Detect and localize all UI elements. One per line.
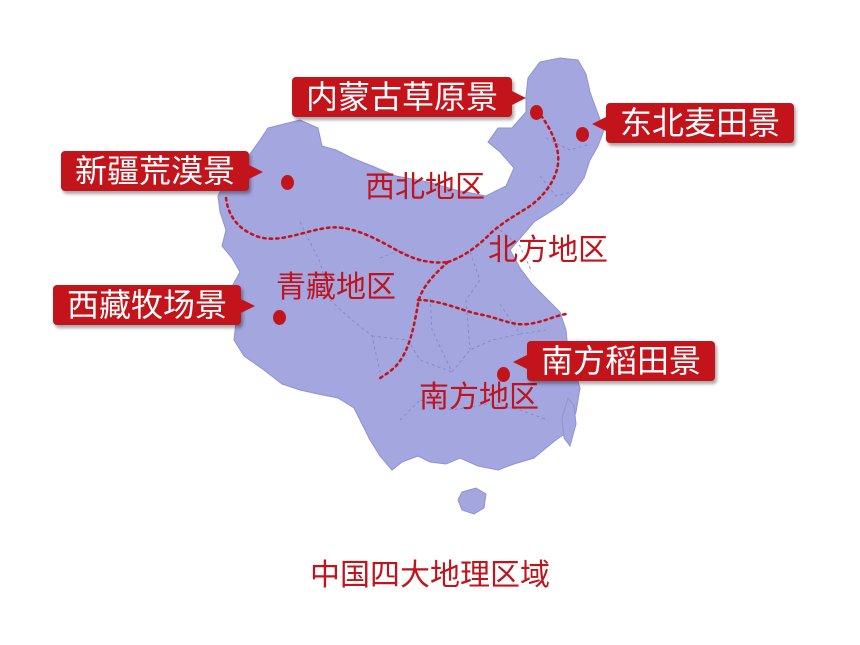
north-south-boundary <box>416 298 568 326</box>
region-label-north: 北方地区 <box>488 233 608 268</box>
callout-pointer <box>513 355 527 369</box>
region-label-south: 南方地区 <box>419 380 539 415</box>
callout-pointer <box>249 165 264 179</box>
xinjiang-marker <box>281 175 294 190</box>
province-boundaries <box>299 137 591 421</box>
qingzang-east-boundary <box>376 260 450 382</box>
callout-inner-mongolia: 内蒙古草原景 <box>292 77 527 117</box>
callout-south-text: 南方稻田景 <box>541 342 702 380</box>
northwest-qingzang-boundary <box>224 196 450 264</box>
south-marker <box>497 367 510 382</box>
callout-south: 南方稻田景 <box>513 341 716 381</box>
callout-xinjiang: 新疆荒漠景 <box>61 151 264 191</box>
callout-tibet: 西藏牧场景 <box>53 285 256 325</box>
region-boundaries <box>224 112 568 382</box>
callout-pointer <box>512 91 527 105</box>
callout-northeast-text: 东北麦田景 <box>620 104 781 142</box>
callout-inner-mongolia-text: 内蒙古草原景 <box>306 78 499 116</box>
map-caption: 中国四大地理区域 <box>310 558 550 593</box>
region-label-northwest: 西北地区 <box>365 170 485 205</box>
callout-pointer <box>241 299 256 313</box>
callout-pointer <box>592 117 606 131</box>
callout-tibet-text: 西藏牧场景 <box>67 286 228 324</box>
callout-northeast: 东北麦田景 <box>592 103 795 143</box>
northeast-marker <box>576 127 589 142</box>
northwest-north-boundary <box>446 112 560 264</box>
hainan-island-shape <box>457 487 487 515</box>
inner-mongolia-marker <box>530 105 543 120</box>
callout-xinjiang-text: 新疆荒漠景 <box>75 152 236 190</box>
taiwan-island-shape <box>561 396 577 448</box>
tibet-marker <box>273 310 286 325</box>
region-label-qingzang: 青藏地区 <box>276 270 396 305</box>
